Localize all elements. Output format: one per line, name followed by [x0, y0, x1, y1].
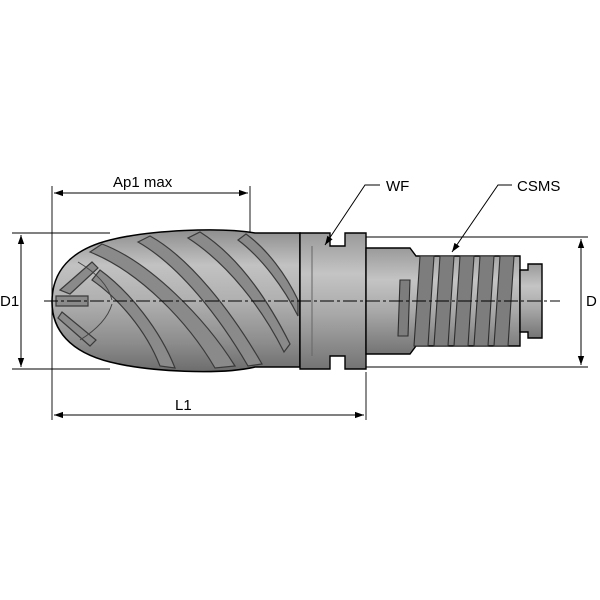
flute-3	[186, 231, 291, 354]
leader-wf	[324, 184, 380, 246]
flute-5	[91, 269, 176, 369]
extension-lines	[12, 186, 588, 420]
label-l1: L1	[175, 397, 192, 414]
label-d1: D1	[0, 293, 19, 310]
dimension-lines	[17, 189, 585, 419]
label-ap1-max: Ap1 max	[113, 174, 173, 191]
label-d: D	[586, 293, 597, 310]
nose-edge-upper	[58, 261, 99, 295]
flute-4	[237, 233, 299, 317]
label-wf: WF	[386, 178, 409, 195]
nose-contours	[77, 261, 113, 341]
label-csms: CSMS	[517, 178, 560, 195]
leader-csms	[451, 184, 512, 253]
leader-lines	[324, 184, 512, 253]
flute-1	[88, 243, 237, 369]
flute-2	[136, 235, 263, 367]
nose-edge-lower	[57, 311, 97, 347]
thread-start-groove	[397, 279, 411, 337]
